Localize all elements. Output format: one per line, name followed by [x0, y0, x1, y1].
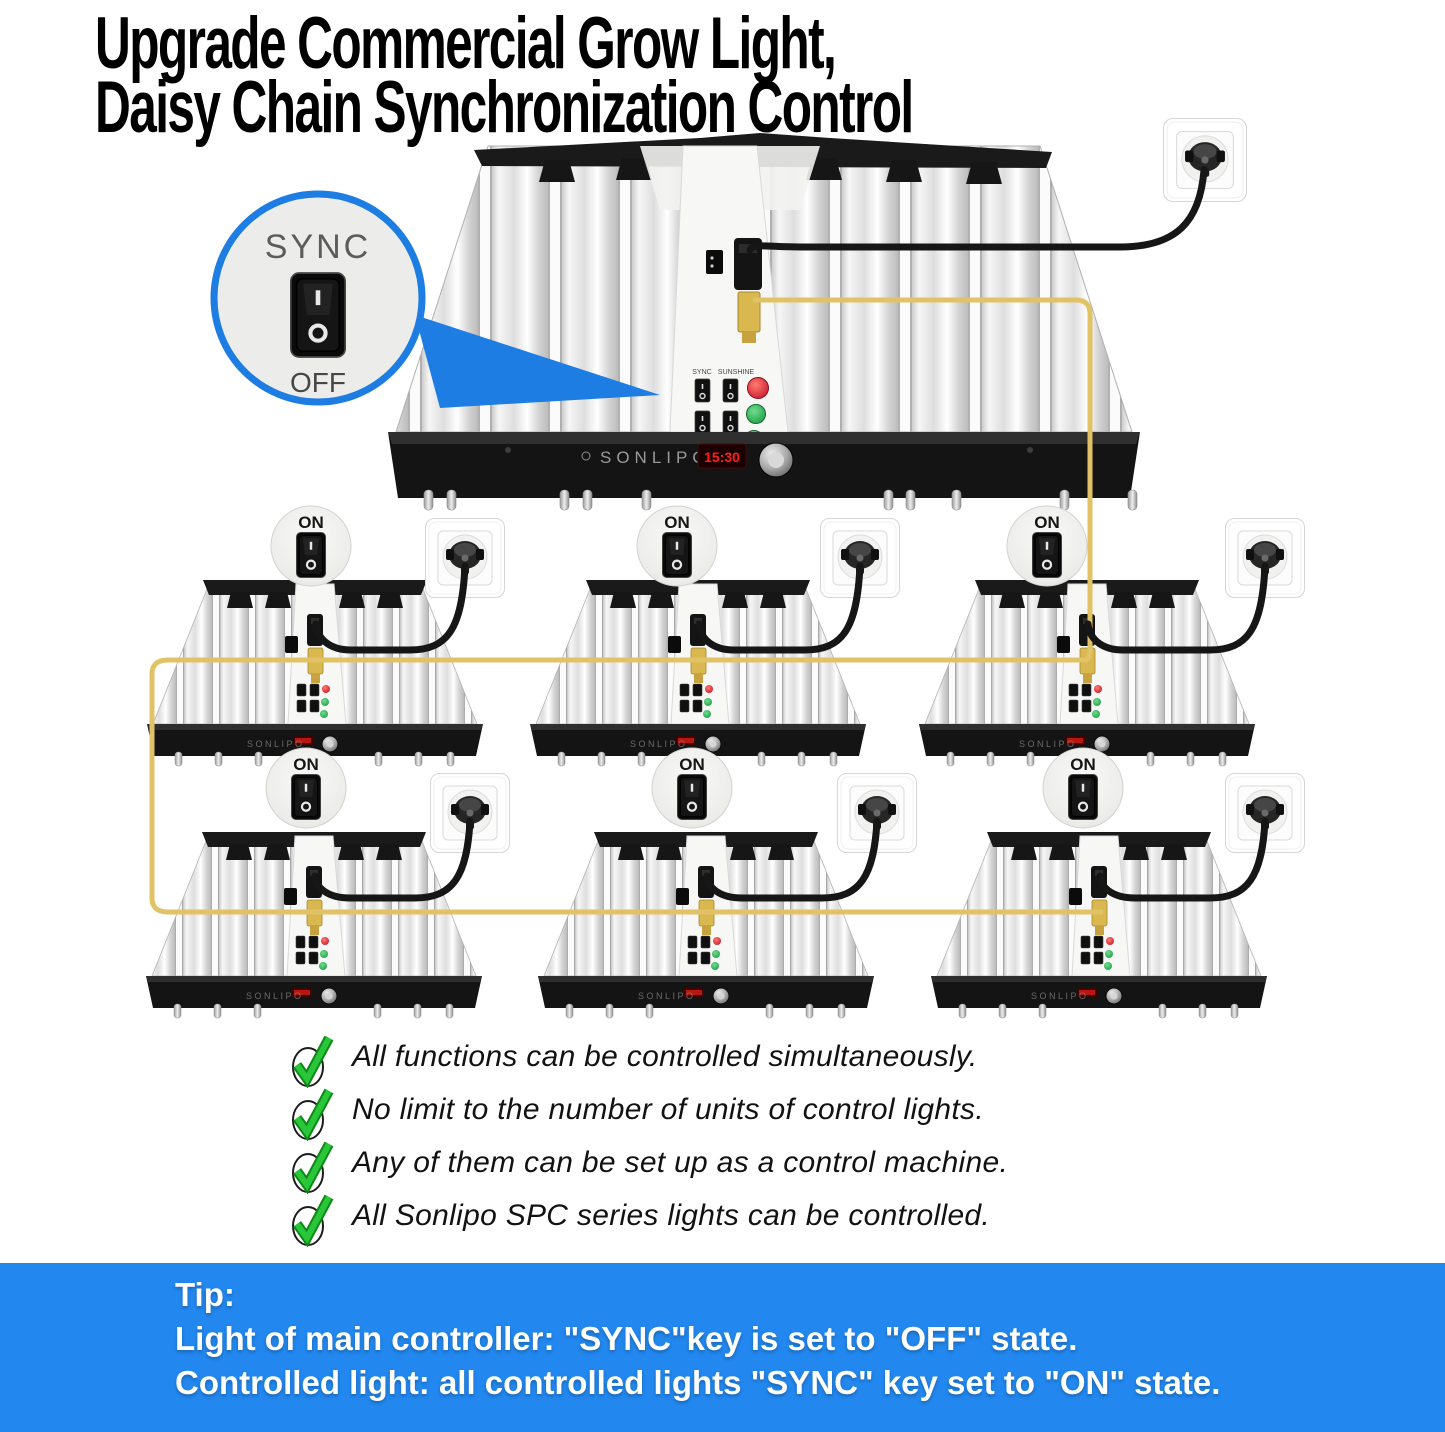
feature-item: No limit to the number of units of contr… — [288, 1085, 1338, 1141]
daisy-chain-diagram: SYNC SUNSHINE DISPLAY SONLIPO — [146, 118, 1305, 1019]
grow-light-2: SONLIPO — [530, 579, 866, 767]
sync-switch-on-icon — [677, 774, 707, 820]
grow-light-5: SONLIPO — [538, 831, 874, 1019]
grow-light-6: SONLIPO — [931, 831, 1267, 1019]
sync-switch-off-icon — [291, 273, 345, 357]
power-cord-2 — [695, 562, 864, 654]
feature-text: Any of them can be set up as a control m… — [352, 1146, 1009, 1179]
sync-switch — [694, 378, 711, 403]
feature-item: All Sonlipo SPC series lights can be con… — [288, 1191, 1338, 1247]
on-label: ON — [679, 755, 705, 774]
grow-light-main: SYNC SUNSHINE DISPLAY SONLIPO — [388, 133, 1140, 511]
panel-switch-3 — [694, 410, 711, 435]
off-label: OFF — [290, 367, 346, 398]
on-label: ON — [1070, 755, 1096, 774]
brand-label: SONLIPO — [247, 739, 305, 749]
feature-list: All functions can be controlled simultan… — [288, 1032, 1338, 1247]
feature-text: All Sonlipo SPC series lights can be con… — [352, 1199, 991, 1232]
tip-line-1: Light of main controller: "SYNC"key is s… — [175, 1320, 1078, 1357]
brand-label: SONLIPO — [1031, 991, 1089, 1001]
page-title: Upgrade Commercial Grow Light, Daisy Cha… — [95, 2, 1195, 148]
sync-switch-on-icon — [1068, 774, 1098, 820]
brand-label: SONLIPO — [1019, 739, 1077, 749]
check-icon — [292, 1141, 334, 1194]
power-cord-main — [746, 166, 1208, 254]
on-callout-1: ON — [270, 505, 352, 587]
brand-label: SONLIPO — [630, 739, 688, 749]
on-callout-5: ON — [651, 747, 733, 829]
power-cord-1 — [312, 562, 469, 654]
feature-text: No limit to the number of units of contr… — [352, 1093, 984, 1126]
power-cord-6 — [1096, 817, 1269, 902]
on-callout-4: ON — [265, 747, 347, 829]
check-icon — [292, 1035, 334, 1088]
grow-light-1: SONLIPO — [147, 579, 483, 767]
on-callout-3: ON — [1006, 505, 1088, 587]
on-label: ON — [298, 513, 324, 532]
sync-switch-on-icon — [291, 774, 321, 820]
feature-text: All functions can be controlled simultan… — [352, 1040, 978, 1073]
feature-item: Any of them can be set up as a control m… — [288, 1138, 1338, 1194]
sync-switch-on-icon — [296, 532, 326, 578]
sync-callout: SYNC OFF — [210, 190, 660, 408]
check-icon — [292, 1088, 334, 1141]
tip-box: Tip: Light of main controller: "SYNC"key… — [0, 1263, 1445, 1432]
set-button — [747, 377, 769, 399]
panel-label-sunshine: SUNSHINE — [718, 369, 755, 376]
title-line-1: Upgrade Commercial Grow Light, — [95, 3, 837, 85]
brand-label: SONLIPO — [600, 448, 711, 467]
grow-light-4: SONLIPO — [146, 831, 482, 1019]
led-display-value: 15:30 — [704, 449, 740, 465]
sync-switch-on-icon — [662, 532, 692, 578]
panel-label-sync: SYNC — [692, 369, 711, 376]
grow-light-3: SONLIPO — [919, 579, 1255, 767]
on-callout-2: ON — [636, 505, 718, 587]
led-display — [697, 443, 747, 469]
brand-label: SONLIPO — [246, 991, 304, 1001]
power-cord-3 — [1084, 562, 1269, 654]
power-cord-5 — [703, 817, 881, 902]
tip-line-2: Controlled light: all controlled lights … — [175, 1364, 1221, 1401]
feature-item: All functions can be controlled simultan… — [288, 1032, 1338, 1088]
sync-switch-on-icon — [1032, 532, 1062, 578]
panel-switch-4 — [722, 410, 739, 435]
on-label: ON — [293, 755, 319, 774]
check-icon — [292, 1194, 334, 1247]
wall-outlet-main — [1163, 118, 1247, 202]
tip-heading: Tip: — [175, 1276, 235, 1313]
sync-label: SYNC — [265, 228, 371, 266]
power-cord-4 — [311, 817, 474, 902]
callout-pointer — [415, 315, 660, 408]
up-button — [746, 404, 766, 424]
sunshine-switch — [722, 378, 739, 403]
on-callout-6: ON — [1042, 747, 1124, 829]
brand-label: SONLIPO — [638, 991, 696, 1001]
on-label: ON — [664, 513, 690, 532]
on-label: ON — [1034, 513, 1060, 532]
hanging-studs — [423, 489, 1138, 511]
daisy-chain-wire-rows — [149, 657, 1104, 915]
sync-port — [706, 250, 723, 274]
